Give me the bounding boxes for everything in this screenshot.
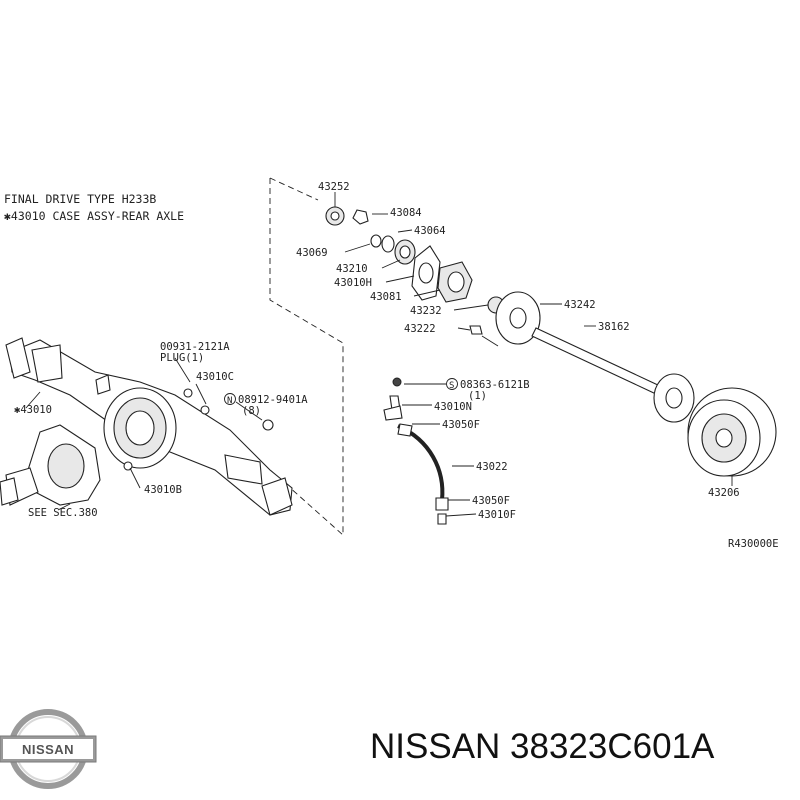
label-08912-qty: (8) (242, 405, 261, 417)
label-43050F-lower: 43050F (472, 495, 510, 507)
plate-43010H (411, 245, 441, 301)
label-43252: 43252 (318, 181, 350, 193)
housing-43081 (437, 261, 473, 303)
bearing-43210 (394, 239, 416, 265)
part-number-caption: NISSAN 38323C601A (370, 727, 715, 766)
axle-shaft-38162 (531, 327, 695, 423)
ring-43069 (370, 234, 382, 248)
group-boundary-top (269, 177, 319, 201)
brake-hose-43022 (383, 377, 449, 525)
label-38162: 38162 (598, 321, 630, 333)
label-43022: 43022 (476, 461, 508, 473)
logo-wordmark: NISSAN (22, 742, 74, 757)
nissan-logo: NISSAN (0, 709, 97, 789)
label-43069: 43069 (296, 247, 328, 259)
label-00931-2121A: 00931-2121A (160, 341, 230, 353)
label-43010C: 43010C (196, 371, 234, 383)
label-08912-9401A: 08912-9401A (238, 394, 308, 406)
label-08363-6121B: 08363-6121B (460, 379, 530, 391)
label-43050F-upper: 43050F (442, 419, 480, 431)
label-43010B: 43010B (144, 484, 182, 496)
label-43081: 43081 (370, 291, 402, 303)
washer-43064 (381, 235, 395, 253)
case-assy-note: ✱43010 CASE ASSY-REAR AXLE (4, 209, 184, 223)
label-43010F: 43010F (478, 509, 516, 521)
circled-s-marker: S (446, 378, 458, 391)
leader-lines (25, 192, 733, 517)
label-08363-qty: (1) (468, 390, 487, 402)
label-43064: 43064 (414, 225, 446, 237)
reference-code: R430000E (728, 538, 779, 550)
label-43206: 43206 (708, 487, 740, 499)
label-plug: PLUG(1) (160, 352, 204, 364)
label-43232: 43232 (410, 305, 442, 317)
nut-43084 (352, 209, 369, 225)
label-43242: 43242 (564, 299, 596, 311)
label-43010N: 43010N (434, 401, 472, 413)
label-43222: 43222 (404, 323, 436, 335)
backing-plate-43242 (495, 291, 541, 345)
axle-housing (5, 337, 293, 516)
circle-s-letter: S (449, 381, 454, 391)
circled-n-marker: N (224, 393, 236, 406)
final-drive-type-note: FINAL DRIVE TYPE H233B (4, 192, 156, 206)
bolt-43222 (469, 325, 483, 335)
label-43210: 43210 (336, 263, 368, 275)
bearing-43252 (325, 206, 345, 226)
see-sec-380-label: SEE SEC.380 (28, 507, 98, 519)
label-43084: 43084 (390, 207, 422, 219)
circle-n-letter: N (227, 396, 232, 406)
label-43010-case: ✱43010 (14, 404, 52, 416)
group-boundary-left (213, 178, 344, 537)
brake-drum-43206 (687, 387, 777, 477)
differential-carrier (0, 424, 101, 506)
label-43010H: 43010H (334, 277, 372, 289)
